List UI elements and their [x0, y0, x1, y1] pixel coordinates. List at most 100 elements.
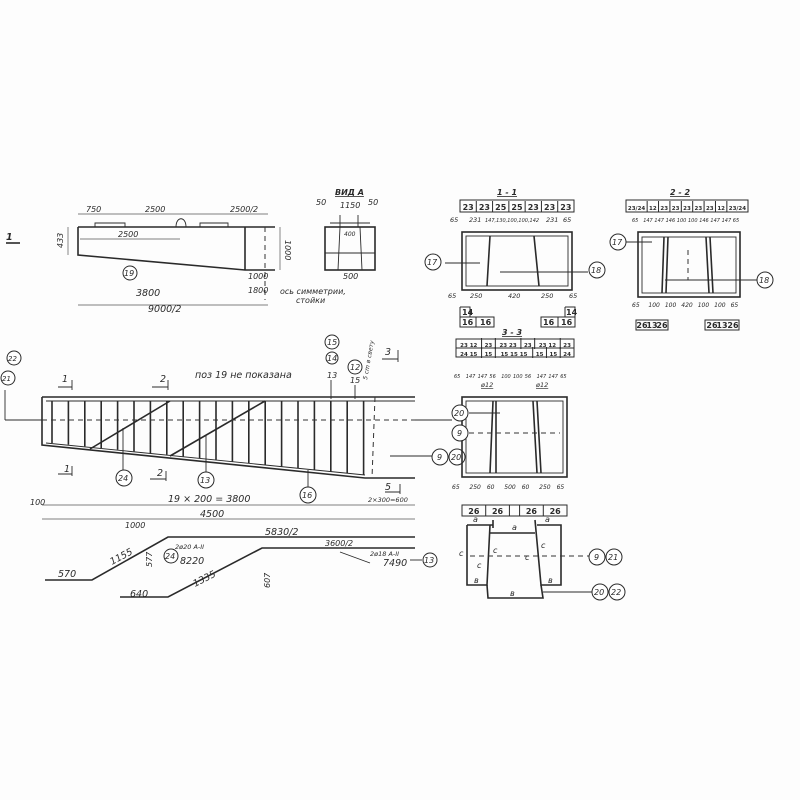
bar-table — [459, 199, 575, 213]
embedded-plates — [94, 222, 229, 227]
dim: 147,130,100,100,142 — [485, 218, 539, 224]
position-marker — [588, 548, 606, 566]
section-2-top: 2 — [160, 374, 166, 385]
bottom-bar-table — [461, 504, 568, 517]
lifting-loop — [175, 218, 187, 228]
position-15: 15 — [327, 338, 337, 347]
table-cell: 23 — [695, 206, 703, 212]
stirrup-outline — [641, 236, 737, 294]
section-outline — [637, 231, 741, 298]
section-3-3-title: 3 - 3 — [502, 328, 522, 337]
position-marker — [591, 583, 609, 601]
web-stirrups — [489, 400, 542, 474]
table-cell: 23/24 — [729, 206, 746, 212]
left-bar-table — [635, 319, 669, 331]
dimension: 250 — [539, 484, 551, 491]
position-marker — [448, 448, 466, 466]
table-cell: 15 — [536, 352, 544, 358]
dimension: 147 — [654, 218, 664, 224]
dim-1800: 1800 — [248, 286, 268, 295]
dim-750: 750 — [86, 205, 101, 214]
dimension: 100 — [698, 302, 710, 309]
cell: 26 — [636, 321, 648, 330]
spacing-note: 5 cm в свету — [362, 340, 376, 381]
bar13-dim-640: 640 — [130, 589, 148, 600]
bar-mark: ø12 — [480, 381, 493, 389]
position-13-top: 13 — [327, 371, 337, 380]
dim: 65 — [563, 216, 571, 224]
bar24-dim-1000: 1000 — [125, 521, 145, 530]
web-stirrups — [486, 235, 540, 287]
table-cell: 23 — [463, 203, 474, 212]
section-1-bottom: 1 — [64, 464, 70, 475]
dimension: 60 — [522, 484, 530, 491]
dimension: 100 — [714, 302, 726, 309]
cell: 16 — [480, 318, 492, 327]
position-marker — [605, 548, 623, 566]
view-a: ВИД А 1150 50 50 400 500 — [316, 188, 378, 281]
dim-1000: 1000 — [248, 272, 268, 281]
position-marker — [431, 448, 449, 466]
letter: c — [525, 553, 530, 562]
callout-18: 18 — [591, 266, 601, 275]
position-marker — [422, 552, 438, 568]
letter: c — [493, 546, 498, 555]
bar-24-shape — [45, 536, 415, 581]
position-marker — [122, 265, 138, 281]
letter: a — [473, 515, 478, 524]
dimension: 146 — [699, 218, 709, 224]
dimension: 65 — [731, 302, 739, 309]
position-24: 24 — [118, 474, 128, 483]
position-marker — [608, 583, 626, 601]
position-marker — [115, 469, 133, 487]
position-19: 19 — [124, 269, 134, 278]
table-cell: 23 — [706, 206, 714, 212]
section-2-bottom: 2 — [157, 468, 163, 479]
dim-3800: 3800 — [136, 288, 160, 299]
table-cell: 23 12 — [460, 343, 477, 349]
dim: 231 — [546, 216, 558, 224]
dimension: 147 — [643, 218, 653, 224]
dim-2500: 2500 — [145, 205, 165, 214]
table-cell: 23 — [485, 343, 493, 349]
note-pos-19: поз 19 не показана — [195, 370, 292, 381]
dim-400: 400 — [344, 231, 356, 238]
cell: 13 — [716, 321, 727, 330]
dimension: 60 — [487, 484, 495, 491]
letter: в — [548, 576, 553, 585]
dim: 250 — [541, 292, 553, 300]
dimension: 100 — [513, 374, 523, 380]
dim: 65 — [450, 216, 458, 224]
stirrup-outline — [465, 400, 564, 474]
dim: 65 — [448, 292, 456, 300]
table-cell: 15 — [485, 352, 493, 358]
dim-100: 100 — [30, 498, 45, 507]
cell: 16 — [462, 318, 474, 327]
position-14: 14 — [327, 354, 337, 363]
table-cell: 26 — [468, 507, 480, 516]
callout-17: 17 — [612, 238, 623, 247]
table-cell: 25 — [511, 203, 523, 212]
dim-50-right: 50 — [368, 198, 378, 207]
bar13-dim-607: 607 — [263, 572, 272, 588]
section-arrows — [58, 350, 401, 494]
dimension: 147 — [548, 374, 558, 380]
bar13-length: 7490 — [383, 558, 407, 569]
cell: 14 — [566, 308, 578, 317]
beam-outline-main — [41, 396, 415, 479]
dimension: 65 — [632, 218, 638, 224]
cell: 16 — [543, 318, 555, 327]
reinforcement-elevation: поз 19 не показана 1 1 2 2 3 5 21 22 15 … — [0, 334, 466, 520]
view-a-details — [330, 215, 370, 271]
position-marker — [347, 359, 363, 375]
bent-bar-24 — [89, 400, 171, 450]
section-outline — [461, 231, 573, 291]
symmetry-dashed — [371, 396, 376, 479]
dimension: 65 — [454, 374, 460, 380]
position-9b: 9 — [437, 453, 442, 462]
bar-table — [625, 199, 749, 213]
